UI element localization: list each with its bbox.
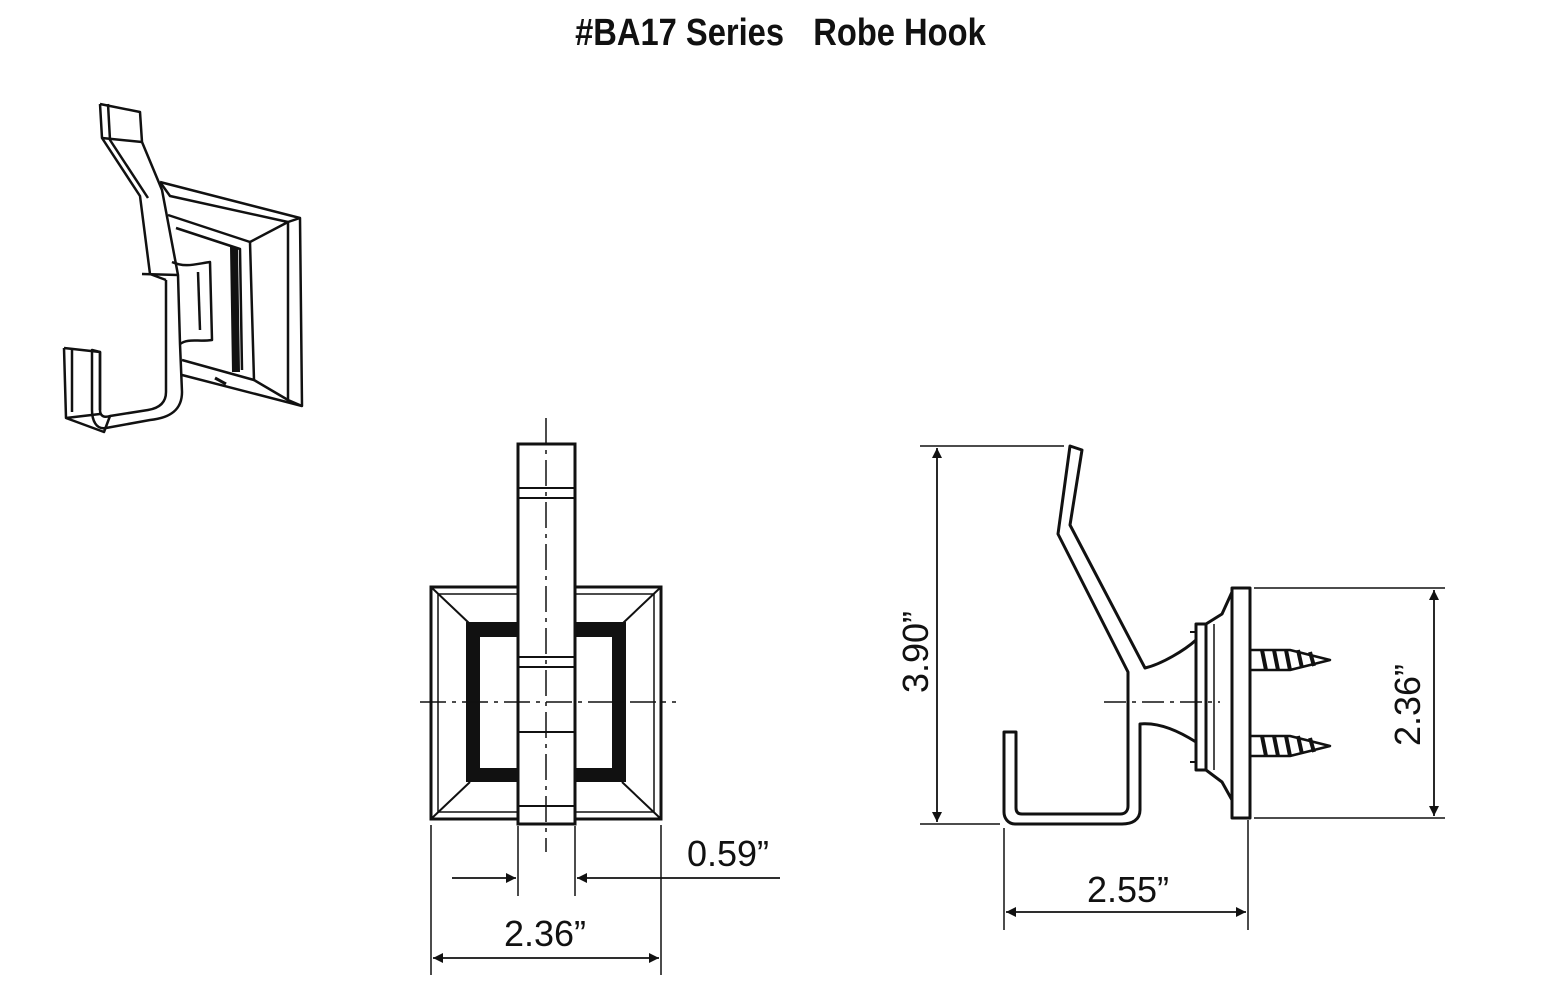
side-mounting-base [1194, 622, 1208, 772]
side-view [1002, 444, 1332, 826]
iso-mounting-plate [159, 180, 304, 408]
front-view [420, 418, 780, 975]
side-screw-bottom [1248, 734, 1332, 758]
drawing-title: #BA17 Series Robe Hook [109, 12, 1451, 55]
isometric-view [62, 102, 304, 434]
side-dimension-lines [920, 445, 1445, 930]
side-depth-dimension: 2.55” [1087, 869, 1169, 910]
series-label: #BA17 Series [575, 12, 785, 54]
product-label: Robe Hook [813, 12, 986, 54]
plate-height-dimension: 2.36” [1387, 664, 1428, 746]
side-hook-profile [1002, 444, 1198, 826]
front-width-dimension: 2.36” [504, 913, 586, 954]
arm-width-dimension: 0.59” [687, 833, 769, 874]
iso-hook-arm [90, 102, 184, 430]
side-screw-top [1248, 648, 1332, 672]
side-height-dimension: 3.90” [895, 611, 936, 693]
